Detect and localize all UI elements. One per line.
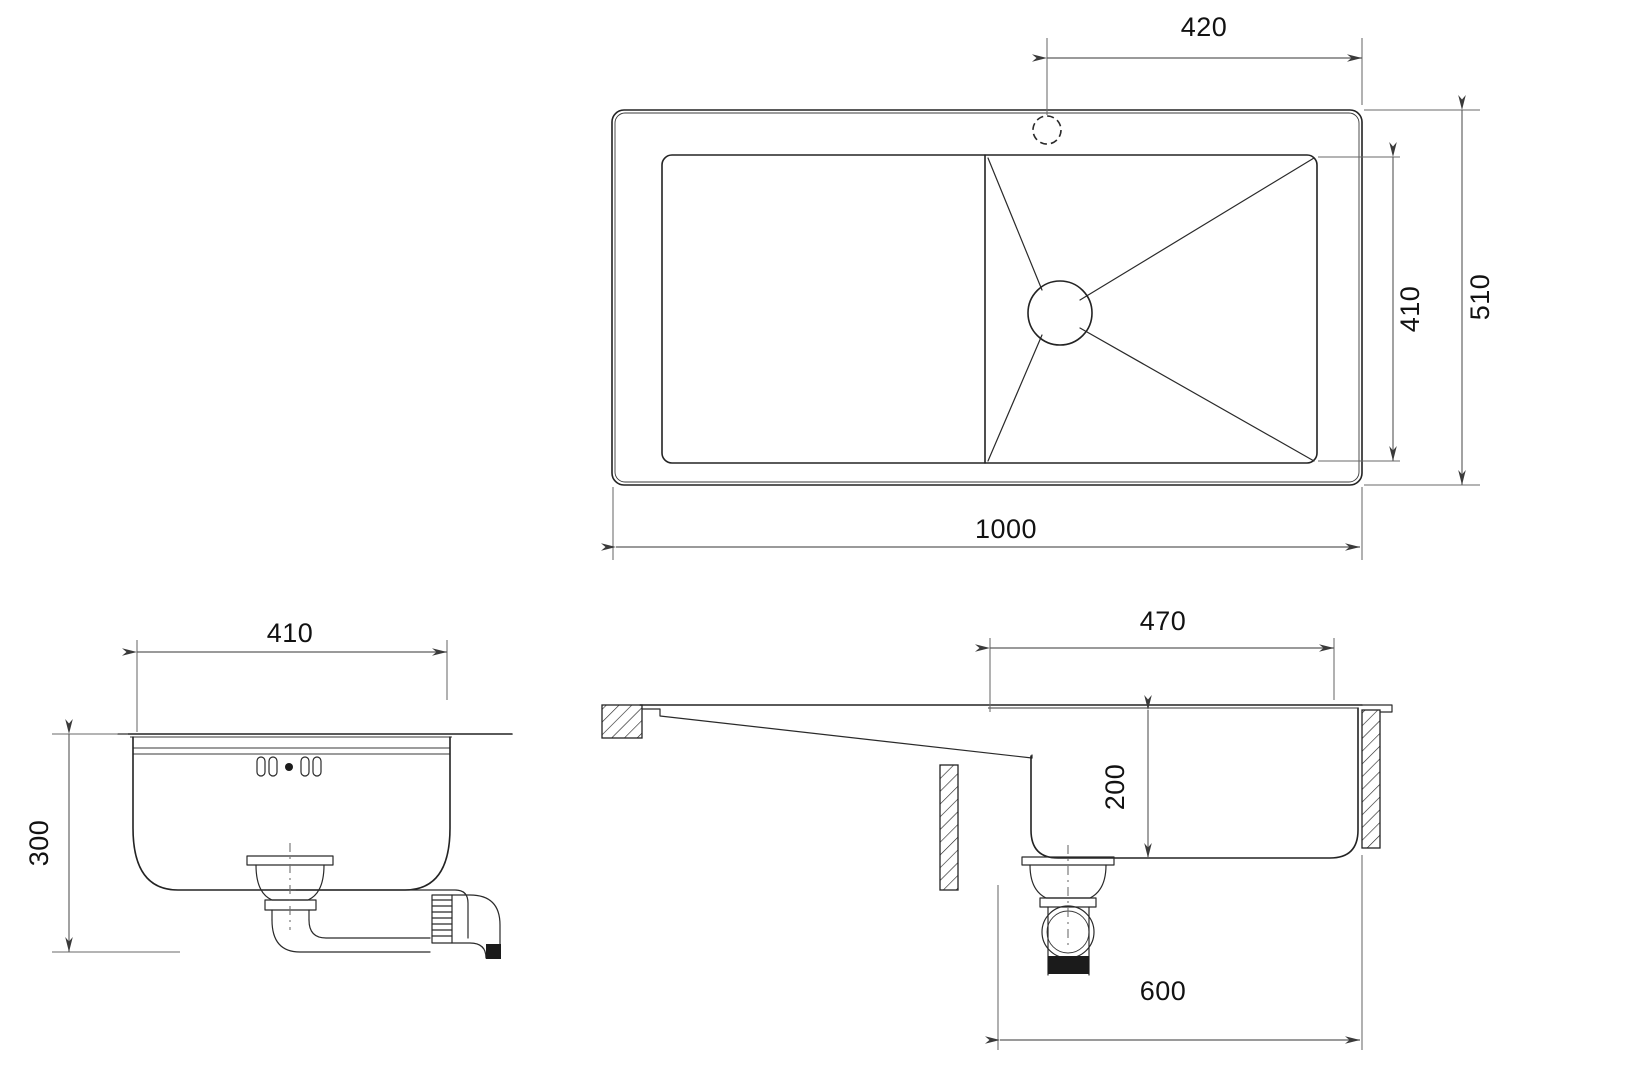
dimension-plan-410: 410 — [1318, 142, 1425, 462]
dimension-label-plan-510: 510 — [1465, 274, 1495, 321]
sink-outer-rim — [611, 109, 1363, 486]
left-section-view: 410 300 — [24, 618, 513, 959]
top-plan-view: 420 410 510 1000 — [601, 12, 1495, 560]
dimension-label-plan-410: 410 — [1395, 286, 1425, 333]
trap-outlet-pipe — [271, 919, 431, 953]
dimension-label-right-200: 200 — [1100, 764, 1130, 811]
sink-outer-rim-inner-edge — [614, 112, 1360, 483]
drainer-slope-line — [641, 708, 1033, 759]
right-bowl-body — [1030, 707, 1359, 859]
dimension-left-300: 300 — [24, 719, 180, 953]
cabinet-wall-left-hatched — [939, 764, 959, 891]
dimension-right-470: 470 — [975, 606, 1335, 712]
left-bowl-body — [132, 736, 451, 891]
dimension-plan-510: 510 — [1364, 95, 1495, 486]
bowl-drain-circle — [1027, 280, 1093, 346]
dimension-label-plan-420: 420 — [1181, 12, 1228, 42]
dimension-label-right-470: 470 — [1140, 606, 1187, 636]
dimension-label-left-300: 300 — [24, 820, 54, 867]
dimension-plan-1000: 1000 — [601, 487, 1363, 560]
tap-hole-icon — [1032, 115, 1062, 145]
rim-profile-hatched — [601, 704, 643, 739]
cabinet-wall-right-hatched — [1361, 709, 1381, 849]
bowl-radial-lines — [987, 157, 1315, 462]
dimension-plan-420: 420 — [1032, 12, 1363, 115]
dimension-label-right-600: 600 — [1140, 976, 1187, 1006]
right-section-view: 470 200 600 — [601, 606, 1393, 1050]
dimension-label-left-410: 410 — [267, 618, 314, 648]
threaded-collar — [431, 894, 453, 944]
sink-inner-panel — [661, 154, 1318, 464]
right-rim-lip — [1361, 704, 1393, 713]
waste-outlet-assembly — [1021, 856, 1115, 976]
dimension-right-200: 200 — [1100, 695, 1152, 858]
left-outlet-elbow — [451, 894, 501, 959]
dimension-right-600: 600 — [985, 855, 1363, 1050]
dimension-label-plan-1000: 1000 — [975, 514, 1037, 544]
dimension-left-410: 410 — [122, 618, 448, 732]
overflow-slot-detail — [256, 756, 322, 777]
left-upper-pipe — [295, 889, 469, 939]
